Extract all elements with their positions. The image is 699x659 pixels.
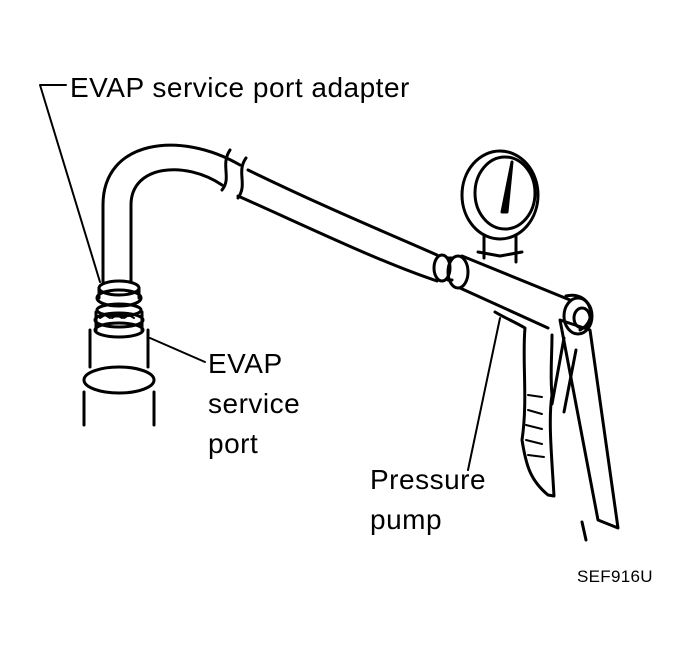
service-port-label-line: service <box>208 388 301 419</box>
pressure-gauge-icon <box>460 149 540 264</box>
hose <box>101 143 439 284</box>
service-port-adapter <box>95 279 143 308</box>
adapter-label: EVAP service port adapter <box>70 72 410 103</box>
service-port-fitting <box>93 302 145 339</box>
figure-code: SEF916U <box>577 567 653 586</box>
pressure-pump-label-line: Pressure <box>370 464 487 495</box>
service-port-label-line: port <box>208 428 259 459</box>
leader-port <box>149 337 206 363</box>
service-port-label: EVAP service port <box>208 344 300 464</box>
service-port-label-line: EVAP <box>208 348 283 379</box>
pump-grip <box>493 310 556 498</box>
pressure-pump-label-line: pump <box>370 504 443 535</box>
leader-lines <box>39 84 501 471</box>
pressure-pump-label: Pressure pump <box>370 460 486 540</box>
leader-adapter <box>39 84 101 283</box>
leader-pump <box>467 317 501 471</box>
pump-lever <box>550 318 620 542</box>
service-port-pipe <box>82 328 156 427</box>
